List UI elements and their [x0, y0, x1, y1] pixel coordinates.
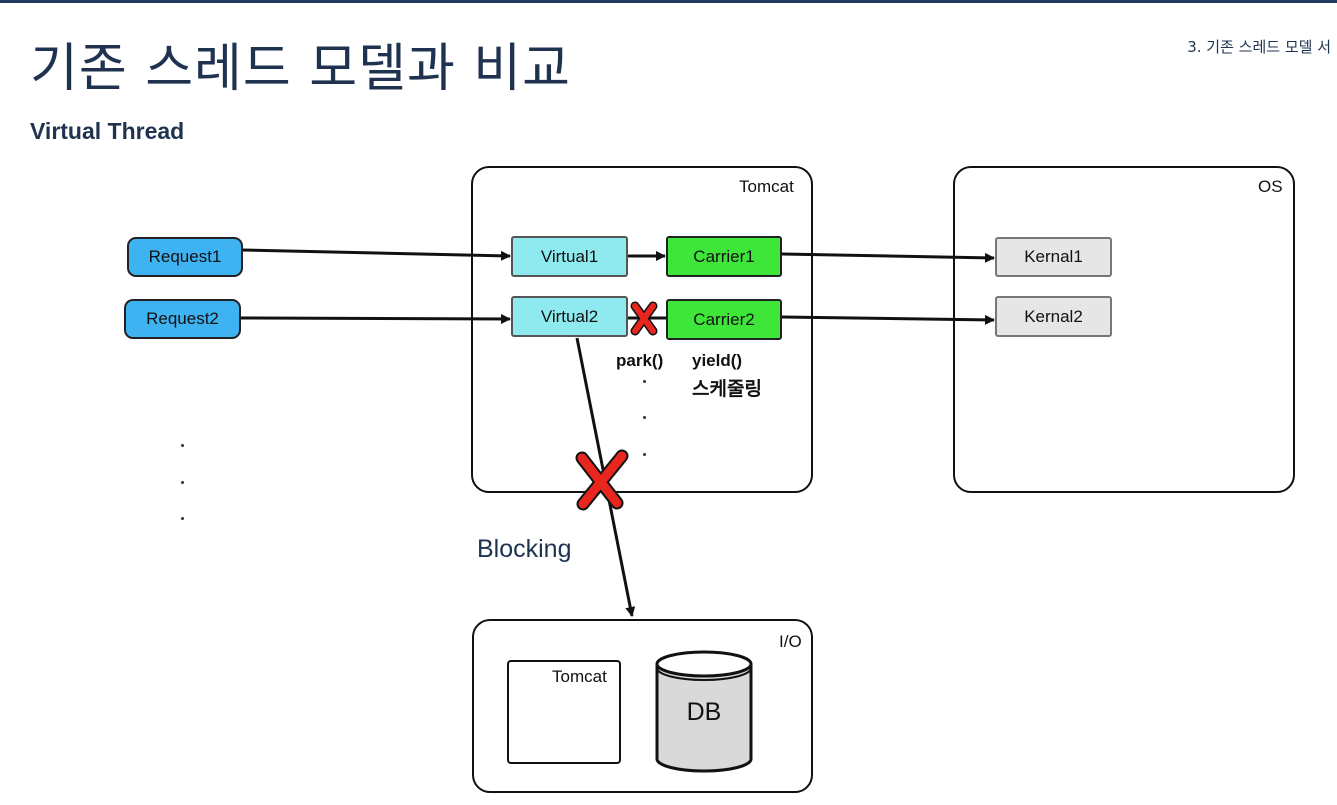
blocked-mark-large: [575, 449, 629, 511]
request2-node: Request2: [124, 299, 241, 339]
virtual1-node: Virtual1: [511, 236, 628, 277]
db-cylinder: [655, 650, 753, 773]
scheduling-label: 스케줄링: [692, 378, 762, 400]
db-label: DB: [687, 698, 722, 726]
ellipsis-dot: [181, 444, 184, 447]
section-breadcrumb: 3. 기존 스레드 모델 서: [1187, 38, 1331, 56]
io-tomcat-label: Tomcat: [552, 667, 607, 686]
ellipsis-dot: [181, 481, 184, 484]
request1-node: Request1: [127, 237, 243, 277]
section-subtitle: Virtual Thread: [30, 118, 185, 144]
top-rule: [0, 0, 1337, 3]
kernal1-node: Kernal1: [995, 237, 1112, 277]
page-title: 기존 스레드 모델과 비교: [30, 39, 571, 99]
arrow-request1-virtual1: [242, 248, 511, 261]
tomcat-panel-label: Tomcat: [739, 177, 794, 196]
blocking-label: Blocking: [477, 535, 572, 563]
arrow-carrier1-kernal1: [781, 252, 995, 263]
io-tomcat-box: [507, 660, 621, 764]
park-label: park(): [616, 351, 664, 370]
virtual2-node: Virtual2: [511, 296, 628, 337]
ellipsis-dot: [181, 517, 184, 520]
blocked-mark-small: [630, 301, 658, 336]
ellipsis-dot: [643, 380, 646, 383]
arrow-request2-virtual2: [240, 313, 511, 324]
ellipsis-dot: [643, 453, 646, 456]
arrow-carrier2-kernal2: [781, 314, 995, 325]
kernal2-node: Kernal2: [995, 296, 1112, 337]
io-panel-label: I/O: [779, 632, 802, 651]
carrier1-node: Carrier1: [666, 236, 782, 277]
carrier2-node: Carrier2: [666, 299, 782, 340]
yield-label: yield(): [692, 351, 743, 370]
os-panel-label: OS: [1258, 177, 1283, 196]
ellipsis-dot: [643, 416, 646, 419]
